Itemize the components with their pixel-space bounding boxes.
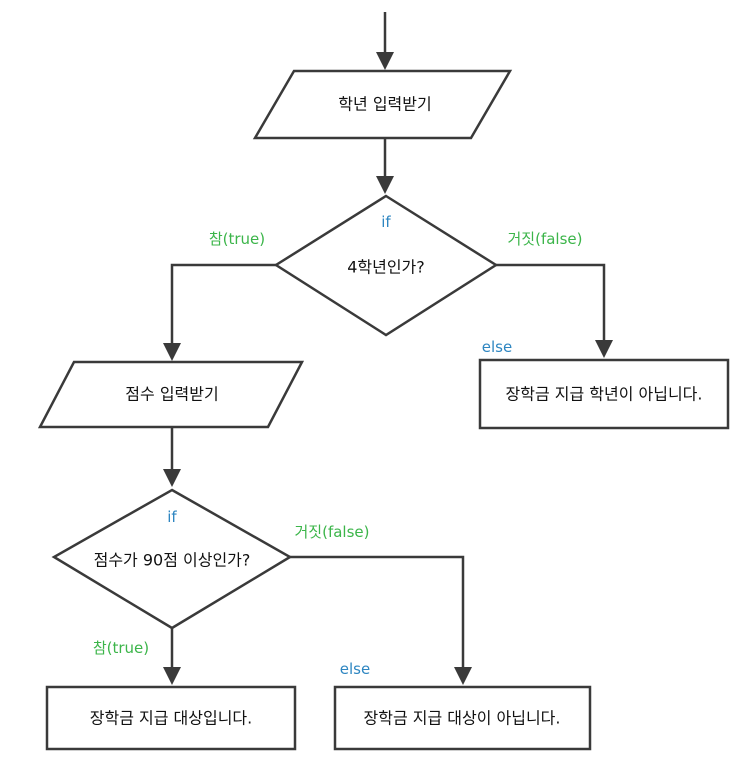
input-score-node: 점수 입력받기 — [37, 360, 305, 429]
not-senior-output-label: 장학금 지급 학년이 아닙니다. — [506, 385, 703, 404]
false-label-2: 거짓(false) — [295, 523, 370, 541]
not-eligible-output-shape — [333, 685, 592, 751]
edge-decision1-false — [496, 263, 606, 341]
true-label-2: 참(true) — [93, 639, 149, 657]
grade-decision-shape — [273, 194, 499, 337]
branch-labels: if 참(true) 거짓(false) else if 거짓(false) 참… — [93, 213, 583, 678]
if-label-2: if — [167, 508, 177, 526]
else-label-1: else — [482, 338, 512, 356]
arrowhead-decision2-true — [163, 667, 181, 685]
grade-decision-node: 4학년인가? — [273, 194, 499, 337]
grade-decision-label: 4학년인가? — [347, 258, 425, 277]
eligible-output-label: 장학금 지급 대상입니다. — [90, 709, 252, 728]
arrowhead-score-to-decision — [163, 469, 181, 487]
arrowhead-grade-to-decision — [376, 176, 394, 194]
eligible-output-node: 장학금 지급 대상입니다. — [45, 685, 297, 751]
arrowhead-decision1-false — [595, 340, 613, 358]
score-decision-label: 점수가 90점 이상인가? — [94, 551, 251, 570]
edge-decision1-true — [170, 263, 276, 345]
true-label-1: 참(true) — [209, 230, 265, 248]
else-label-2: else — [340, 660, 370, 678]
edge-decision2-false — [290, 555, 465, 668]
arrowhead-decision1-true — [163, 343, 181, 361]
not-senior-output-node: 장학금 지급 학년이 아닙니다. — [478, 358, 730, 430]
eligible-output-shape — [45, 685, 297, 751]
input-grade-node: 학년 입력받기 — [252, 69, 513, 140]
not-eligible-output-label: 장학금 지급 대상이 아닙니다. — [364, 709, 561, 728]
if-label-1: if — [381, 213, 391, 231]
score-decision-shape — [51, 488, 293, 630]
edges — [163, 12, 613, 685]
arrowhead-entry — [376, 52, 394, 70]
not-senior-output-shape — [478, 358, 730, 430]
not-eligible-output-node: 장학금 지급 대상이 아닙니다. — [333, 685, 592, 751]
arrowhead-decision2-false — [454, 667, 472, 685]
false-label-1: 거짓(false) — [508, 230, 583, 248]
input-score-label: 점수 입력받기 — [125, 385, 218, 404]
input-grade-label: 학년 입력받기 — [338, 95, 431, 114]
score-decision-node: 점수가 90점 이상인가? — [51, 488, 293, 630]
input-score-shape — [37, 360, 305, 429]
input-grade-shape — [252, 69, 513, 140]
